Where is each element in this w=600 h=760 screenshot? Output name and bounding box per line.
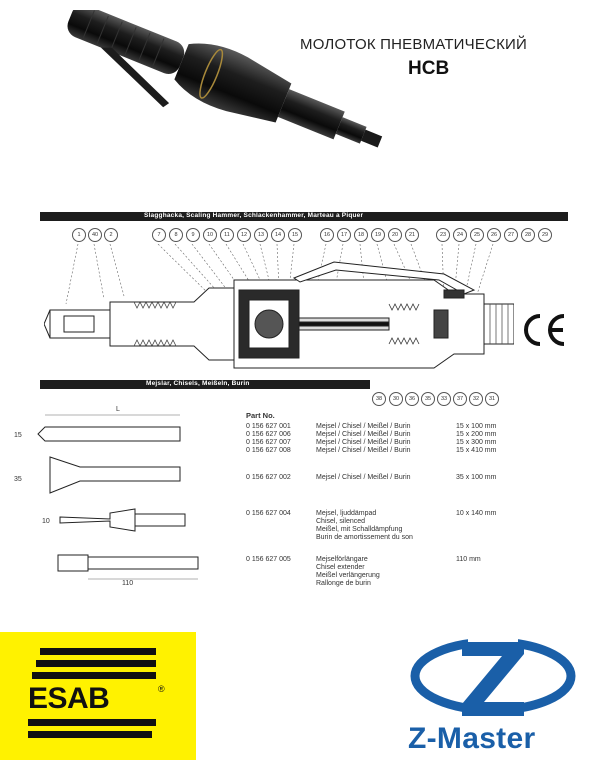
callout: 27 [504,228,518,242]
callout: 37 [453,392,467,406]
part-no: 0 156 627 007 [246,439,291,446]
callout: 33 [437,392,451,406]
callout: 40 [88,228,102,242]
callout: 11 [220,228,234,242]
callout: 9 [186,228,200,242]
callout: 36 [405,392,419,406]
part-desc: Mejsel / Chisel / Meißel / Burin [316,431,411,438]
band-hammer-label: Slagghacka, Scaling Hammer, Schlackenham… [144,212,364,219]
callout: 23 [436,228,450,242]
dimension-10: 10 [42,518,50,525]
callout: 24 [453,228,467,242]
registered-mark: ® [158,684,165,694]
callout: 20 [388,228,402,242]
part-size: 15 x 200 mm [456,431,497,438]
part-no: 0 156 627 008 [246,447,291,454]
part-desc-de: Meißel, mit Schalldämpfung [316,526,403,533]
callout: 7 [152,228,166,242]
part-size: 10 x 140 mm [456,510,497,517]
section-band-hammer: Slagghacka, Scaling Hammer, Schlackenham… [40,212,568,221]
callout: 19 [371,228,385,242]
callout: 14 [271,228,285,242]
callout: 16 [320,228,334,242]
z-master-logo-icon [410,636,576,722]
chisel-drawings [37,414,199,580]
esab-logo-text: ESAB [28,682,110,715]
ce-mark-icon [524,314,565,346]
part-no: 0 156 627 002 [246,474,291,481]
part-size: 15 x 300 mm [456,439,497,446]
part-desc-de: Meißel verlängerung [316,572,380,579]
product-model: HCB [408,58,450,79]
z-master-logo-text: Z-Master [408,722,536,755]
callout: 26 [487,228,501,242]
dimension-15: 15 [14,432,22,439]
part-no: 0 156 627 005 [246,556,291,563]
dimension-35: 35 [14,476,22,483]
callout: 2 [104,228,118,242]
part-size: 15 x 410 mm [456,447,497,454]
part-no: 0 156 627 004 [246,510,291,517]
callout: 1 [72,228,86,242]
part-size: 35 x 100 mm [456,474,497,481]
callout: 28 [521,228,535,242]
callout: 30 [389,392,403,406]
part-desc-en: Chisel, silenced [316,518,366,525]
part-no: 0 156 627 006 [246,431,291,438]
callout: 35 [421,392,435,406]
callout: 25 [470,228,484,242]
product-title-ru: МОЛОТОК ПНЕВМАТИЧЕСКИЙ [300,36,527,53]
cross-section-drawing [44,244,514,369]
part-desc: Mejsel / Chisel / Meißel / Burin [316,423,411,430]
callout: 17 [337,228,351,242]
part-no: 0 156 627 001 [246,423,291,430]
parts-header: Part No. [246,411,275,420]
esab-logo-graphic [28,648,156,738]
part-size: 15 x 100 mm [456,423,497,430]
part-desc-en: Chisel extender [316,564,365,571]
part-desc-fr: Burin de amortissement du son [316,534,413,541]
part-desc: Mejsel / Chisel / Meißel / Burin [316,439,411,446]
callout: 13 [254,228,268,242]
dimension-length: L [116,406,120,413]
callout: 8 [169,228,183,242]
part-desc-fr: Rallonge de burin [316,580,371,587]
callout: 21 [405,228,419,242]
part-desc: Mejsel / Chisel / Meißel / Burin [316,447,411,454]
part-desc: Mejsel / Chisel / Meißel / Burin [316,474,411,481]
hammer-photo [67,10,383,148]
section-band-chisels: Mejslar, Chisels, Meißeln, Burin [40,380,370,389]
dimension-110: 110 [122,580,134,587]
band-chisels-label: Mejslar, Chisels, Meißeln, Burin [146,380,250,387]
part-size: 110 mm [456,556,481,563]
callout: 31 [485,392,499,406]
callout: 10 [203,228,217,242]
callout: 32 [469,392,483,406]
part-desc: Mejselförlängare [316,556,368,563]
callout: 12 [237,228,251,242]
callout: 15 [288,228,302,242]
part-desc: Mejsel, ljuddämpad [316,510,377,517]
callout: 38 [372,392,386,406]
esab-logo: ESAB ® [0,632,196,760]
callout: 18 [354,228,368,242]
callout: 29 [538,228,552,242]
